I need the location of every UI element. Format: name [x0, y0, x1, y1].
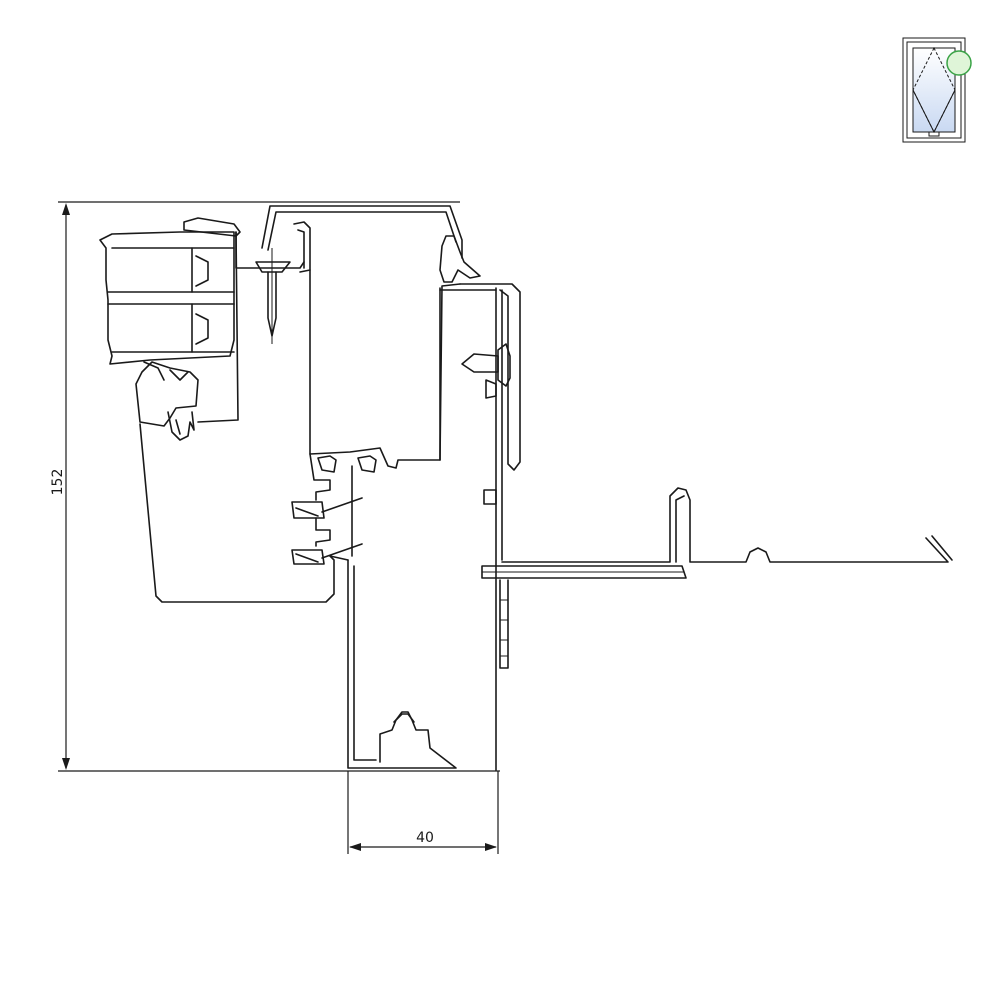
- sash-top-cap: [255, 205, 463, 344]
- width-dimension: 40: [347, 771, 499, 854]
- width-dimension-label: 40: [416, 830, 434, 846]
- sash-profile: [139, 269, 461, 603]
- height-dimension-label: 152: [50, 469, 66, 496]
- hinge-marker-icon: [946, 50, 972, 76]
- height-dimension: 152: [50, 201, 500, 772]
- glazing-unit: [99, 217, 305, 365]
- gaskets: [291, 455, 377, 565]
- frame-profile: [329, 287, 503, 771]
- glazing-bead: [135, 231, 239, 441]
- casement-window-icon: [902, 37, 972, 143]
- weather-clip: [439, 235, 521, 505]
- window-sill: [481, 487, 953, 669]
